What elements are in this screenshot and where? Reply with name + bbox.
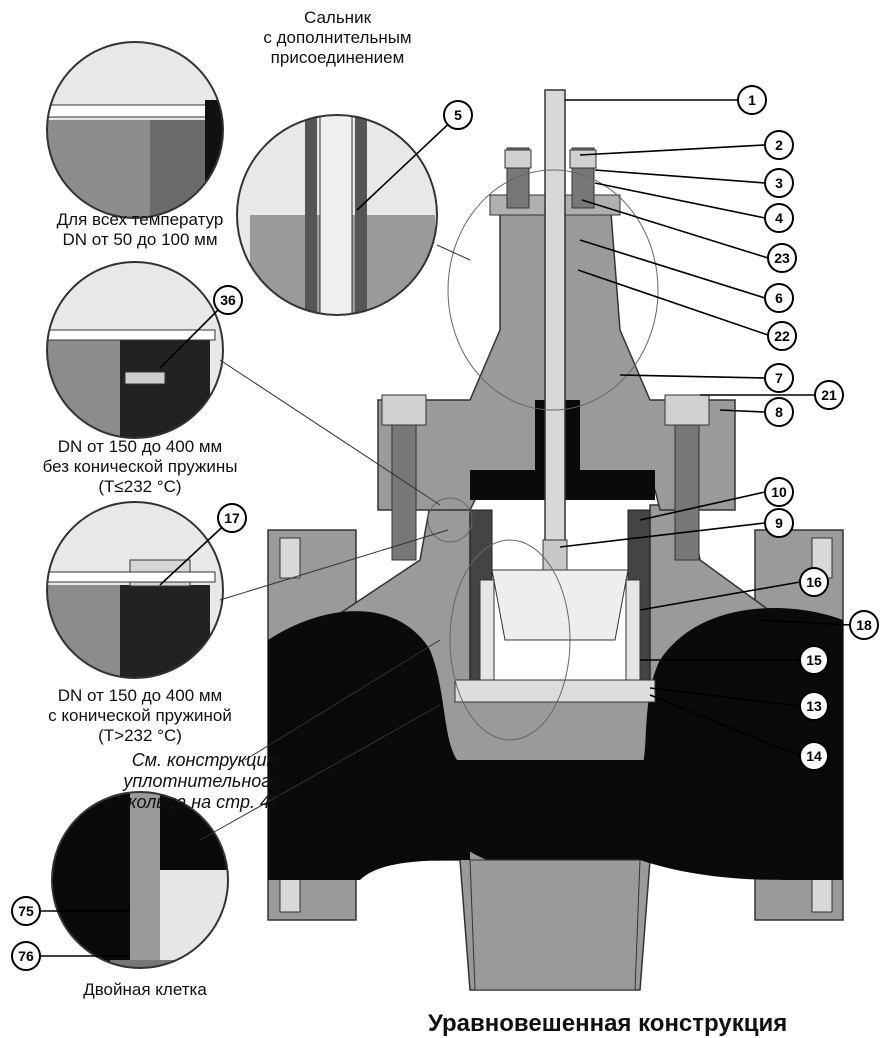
caption-all-temperatures: Для всех температур DN от 50 до 100 мм: [56, 210, 224, 249]
callout-circle: [849, 610, 879, 640]
callout-number: 1: [748, 92, 756, 108]
callout-number: 22: [774, 328, 790, 344]
callout-number: 18: [856, 617, 872, 633]
callout-number: 4: [775, 210, 783, 226]
callout-number: 17: [224, 510, 240, 526]
callout-15: 15: [799, 645, 829, 675]
callout-2: 2: [764, 130, 794, 160]
callout-13: 13: [799, 691, 829, 721]
callout-22: 22: [767, 321, 797, 351]
callout-number: 23: [774, 250, 790, 266]
callout-number: 5: [454, 107, 462, 123]
callout-circle: [217, 503, 247, 533]
callout-16: 16: [799, 567, 829, 597]
callout-17: 17: [217, 503, 247, 533]
callout-36: 36: [213, 285, 243, 315]
callout-circle: [764, 397, 794, 427]
callout-number: 16: [806, 574, 822, 590]
callout-circle: [11, 941, 41, 971]
callout-5: 5: [443, 100, 473, 130]
callout-number: 15: [806, 652, 822, 668]
callout-circle: [764, 363, 794, 393]
callout-circle: [764, 283, 794, 313]
callout-3: 3: [764, 168, 794, 198]
callout-number: 8: [775, 404, 783, 420]
callout-circle: [799, 691, 829, 721]
callout-21: 21: [814, 380, 844, 410]
caption-with-spring: DN от 150 до 400 мм с конической пружино…: [48, 686, 232, 745]
callout-circle: [764, 508, 794, 538]
callout-number: 9: [775, 515, 783, 531]
callout-number: 76: [18, 948, 34, 964]
callout-circle: [764, 130, 794, 160]
callout-circle: [764, 168, 794, 198]
callout-circle: [11, 896, 41, 926]
callout-9: 9: [764, 508, 794, 538]
callout-75: 75: [11, 896, 41, 926]
callout-6: 6: [764, 283, 794, 313]
callout-circle: [764, 477, 794, 507]
callout-number: 36: [220, 292, 236, 308]
callout-23: 23: [767, 243, 797, 273]
detail-connector-lines: [199, 244, 471, 841]
callout-18: 18: [849, 610, 879, 640]
detail-with-spring: [47, 502, 223, 678]
caption-see-ring: См. конструкцию уплотнительного кольца н…: [123, 750, 280, 812]
bonnet-studs: [381, 147, 710, 561]
callout-circle: [443, 100, 473, 130]
callout-number: 13: [806, 698, 822, 714]
cage-and-plug: [454, 509, 656, 703]
callout-circle: [799, 567, 829, 597]
callout-number: 7: [775, 370, 783, 386]
callout-1: 1: [737, 85, 767, 115]
main-title: Уравновешенная конструкция: [428, 1010, 788, 1037]
callout-14: 14: [799, 741, 829, 771]
valve-stem: [542, 89, 568, 576]
callout-circle: [767, 321, 797, 351]
callout-number: 21: [821, 387, 837, 403]
callout-leaders: [40, 99, 851, 957]
callout-number: 2: [775, 137, 783, 153]
callout-number: 3: [775, 175, 783, 191]
detail-gland: [237, 115, 437, 315]
callout-number: 10: [771, 484, 787, 500]
detail-double-cage: [52, 792, 228, 968]
callout-number: 14: [806, 748, 822, 764]
caption-without-spring: DN от 150 до 400 мм без конической пружи…: [42, 437, 238, 496]
caption-double-cage: Двойная клетка: [83, 980, 207, 999]
valve-body: [267, 504, 844, 991]
callout-circle: [814, 380, 844, 410]
callout-circle: [799, 741, 829, 771]
callout-circle: [764, 203, 794, 233]
callout-circle: [213, 285, 243, 315]
callout-number: 6: [775, 290, 783, 306]
callout-4: 4: [764, 203, 794, 233]
callout-circle: [737, 85, 767, 115]
callout-circle: [767, 243, 797, 273]
callout-76: 76: [11, 941, 41, 971]
caption-gland: Сальник с дополнительным присоединением: [263, 8, 412, 67]
callout-8: 8: [764, 397, 794, 427]
callout-circle: [799, 645, 829, 675]
callout-number: 75: [18, 903, 34, 919]
callout-7: 7: [764, 363, 794, 393]
callout-10: 10: [764, 477, 794, 507]
